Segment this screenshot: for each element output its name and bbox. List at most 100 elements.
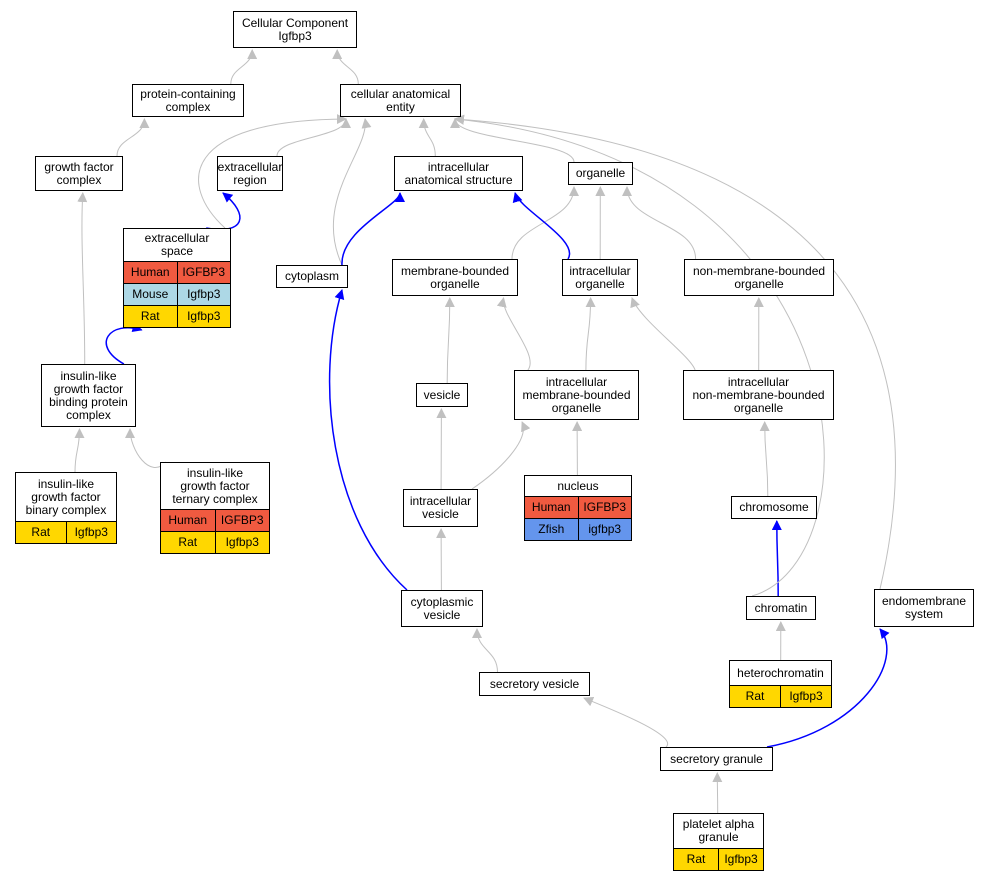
go-term-label: vesicle (423, 387, 461, 402)
gene-symbol: Igfbp3 (176, 306, 231, 327)
go-term-label: endomembrane system (881, 594, 967, 621)
gene-symbol: IGFBP3 (176, 262, 231, 283)
go-term-label: intracellular anatomical structure (404, 159, 513, 187)
go-term-label: insulin-like growth factor binary comple… (25, 476, 107, 517)
edge-mbo-to-org (511, 186, 579, 260)
species-annotation-row: Rat Igfbp3 (16, 521, 116, 543)
species-name: Rat (686, 852, 706, 866)
gene-symbol: IGFBP3 (214, 510, 270, 531)
edge-ves-to-mbo (444, 297, 455, 384)
edge-sg-to-sv (583, 697, 669, 748)
go-term-node-cyt[interactable]: cytoplasm (276, 265, 348, 288)
gene-symbol: IGFBP3 (577, 497, 632, 518)
species-annotation-row: Human IGFBP3 (161, 509, 269, 531)
go-term-node-chtn[interactable]: chromatin (746, 596, 816, 620)
go-term-node-gfc[interactable]: growth factor complex (35, 156, 123, 191)
edge-pcc-to-cc (230, 49, 258, 85)
go-term-label: intracellular vesicle (409, 494, 472, 521)
go-term-node-ias[interactable]: intracellular anatomical structure (394, 156, 523, 191)
go-term-node-inmbo[interactable]: intracellular non-membrane-bounded organ… (683, 370, 834, 420)
edge-cyt-to-cae (332, 118, 372, 266)
edge-ecr-to-cae (276, 118, 351, 157)
go-term-node-sv[interactable]: secretory vesicle (479, 672, 590, 696)
species-name: Human (168, 513, 208, 527)
go-term-label: protein-containing complex (140, 86, 236, 114)
edge-nmbo-to-org (622, 186, 697, 260)
edge-chr-to-inmbo (759, 421, 770, 497)
edge-org-to-cae (450, 118, 575, 163)
go-term-node-cv[interactable]: cytoplasmic vesicle (401, 590, 483, 627)
edge-ias-to-cae (418, 118, 436, 157)
species-name: Rat (178, 535, 198, 549)
go-term-node-ecr[interactable]: extracellular region (217, 156, 283, 191)
go-term-label: cytoplasmic vesicle (410, 594, 474, 622)
go-term-node-ems[interactable]: endomembrane system (874, 589, 974, 627)
species-name: Rat (140, 309, 160, 323)
go-term-label: cytoplasm (284, 269, 340, 283)
go-term-node-iv[interactable]: intracellular vesicle (403, 489, 478, 527)
gene-symbol: Igfbp3 (65, 522, 117, 543)
go-term-label: growth factor complex (44, 159, 114, 187)
go-term-label: non-membrane-bounded organelle (692, 263, 826, 291)
species-name: Mouse (132, 287, 169, 301)
edge-ecs-to-ecr (206, 192, 241, 231)
species-name: Human (130, 265, 170, 279)
go-term-node-cc[interactable]: Cellular Component Igfbp3 (233, 11, 357, 48)
go-term-node-igfbpc[interactable]: insulin-like growth factor binding prote… (41, 364, 136, 427)
species-name: Human (531, 500, 571, 514)
edge-inmbo-to-io (630, 297, 696, 371)
species-annotation-row: Human IGFBP3 (124, 261, 230, 283)
edge-cyt-to-ias (341, 192, 405, 266)
edge-cae-to-cc (332, 49, 359, 85)
go-term-node-pcc[interactable]: protein-containing complex (132, 84, 244, 117)
species-name: Rat (31, 525, 51, 539)
go-term-node-chr[interactable]: chromosome (731, 496, 817, 519)
edge-sv-to-cv (472, 628, 498, 673)
go-term-node-nmbo[interactable]: non-membrane-bounded organelle (684, 259, 834, 296)
go-term-node-ves[interactable]: vesicle (416, 383, 468, 407)
edge-igfbpc-to-gfc (77, 192, 88, 365)
gene-symbol: Igfbp3 (718, 849, 763, 870)
go-term-label: heterochromatin (737, 665, 824, 680)
go-term-node-org[interactable]: organelle (568, 162, 633, 185)
edge-chtn-to-chr (771, 520, 782, 597)
go-term-label: cellular anatomical entity (350, 86, 451, 114)
go-term-node-io[interactable]: intracellular organelle (562, 259, 638, 296)
go-term-label: insulin-like growth factor binding prote… (49, 368, 128, 422)
go-term-label: insulin-like growth factor ternary compl… (172, 465, 258, 506)
go-term-label: chromatin (754, 600, 808, 615)
go-term-label: Cellular Component Igfbp3 (241, 15, 349, 43)
edge-ecs-to-cae (198, 114, 347, 229)
go-term-node-sg[interactable]: secretory granule (660, 747, 773, 771)
go-term-node-imbo[interactable]: intracellular membrane-bounded organelle (514, 370, 639, 420)
edge-igfbpc-to-ecs (105, 322, 143, 365)
gene-symbol: igfbp3 (577, 519, 632, 540)
edge-ems-to-cae (454, 114, 896, 590)
edge-imbo-to-io (585, 297, 596, 371)
gene-symbol: Igfbp3 (780, 686, 831, 707)
go-term-label: secretory granule (670, 751, 763, 766)
go-term-label: nucleus (557, 478, 599, 493)
go-term-label: intracellular non-membrane-bounded organ… (692, 374, 825, 415)
species-annotation-row: Rat Igfbp3 (674, 848, 763, 870)
species-annotation-row: Human IGFBP3 (525, 496, 631, 518)
edge-cv-to-cyt (328, 289, 408, 591)
edge-gfc-to-pcc (116, 118, 150, 157)
go-term-label: extracellular region (217, 159, 283, 187)
go-term-node-igfbc[interactable]: insulin-like growth factor binary comple… (15, 472, 117, 544)
go-term-node-cae[interactable]: cellular anatomical entity (340, 84, 461, 117)
go-term-node-mbo[interactable]: membrane-bounded organelle (392, 259, 518, 296)
edge-imbo-to-mbo (496, 297, 531, 371)
go-term-label: extracellular space (144, 231, 210, 258)
edge-io-to-ias (512, 192, 571, 260)
go-term-node-igftc[interactable]: insulin-like growth factor ternary compl… (160, 462, 270, 554)
